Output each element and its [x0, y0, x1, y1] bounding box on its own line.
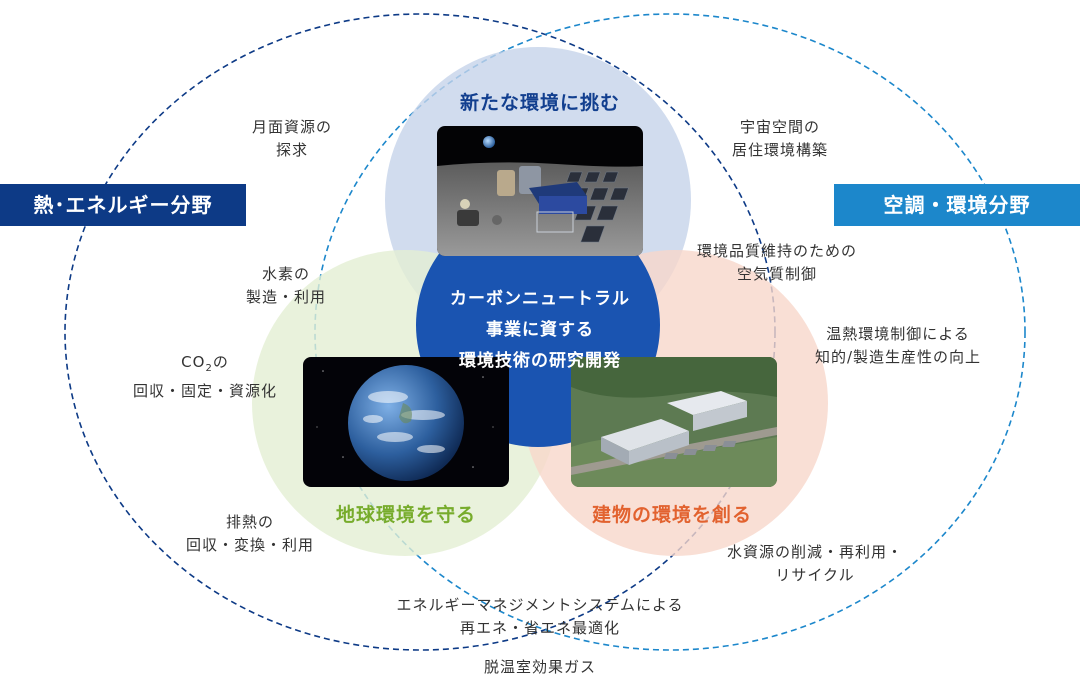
earth-image — [303, 357, 509, 487]
research-building-image — [571, 357, 777, 487]
circle-title-building: 建物の環境を創る — [591, 504, 752, 526]
topic-co2: CO2の 回収・固定・資源化 — [132, 353, 277, 400]
circle-title-earth: 地球環境を守る — [335, 504, 476, 526]
center-research-text: カーボンニュートラル 事業に資する 環境技術の研究開発 — [410, 284, 670, 377]
topic-energy-management: エネルギーマネジメントシステムによる再エネ・省エネ最適化 — [396, 596, 684, 637]
topic-hydrogen: 水素の製造・利用 — [245, 265, 326, 306]
lunar-base-image — [437, 126, 643, 256]
topic-water-recycling: 水資源の削減・再利用・リサイクル — [726, 543, 903, 584]
topic-lunar-resources: 月面資源の探求 — [251, 118, 332, 159]
center-line-2: 事業に資する — [486, 320, 594, 340]
field-label-air-environment: 空調・環境分野 — [834, 184, 1080, 226]
field-label-heat-energy: 熱･エネルギー分野 — [0, 184, 246, 226]
circle-title-new-environment: 新たな環境に挑む — [459, 92, 620, 114]
center-line-3: 環境技術の研究開発 — [459, 351, 621, 371]
outer-circle-right — [314, 13, 1026, 651]
topic-waste-heat: 排熱の回収・変換・利用 — [185, 513, 314, 554]
center-line-1: カーボンニュートラル — [450, 289, 630, 309]
topic-air-quality: 環境品質維持のための空気質制御 — [696, 242, 857, 283]
topic-thermal-productivity: 温熱環境制御による知的/製造生産性の向上 — [814, 325, 982, 366]
topic-decarbonization: 脱温室効果ガス — [483, 658, 596, 676]
topic-space-habitat: 宇宙空間の居住環境構築 — [731, 118, 828, 159]
